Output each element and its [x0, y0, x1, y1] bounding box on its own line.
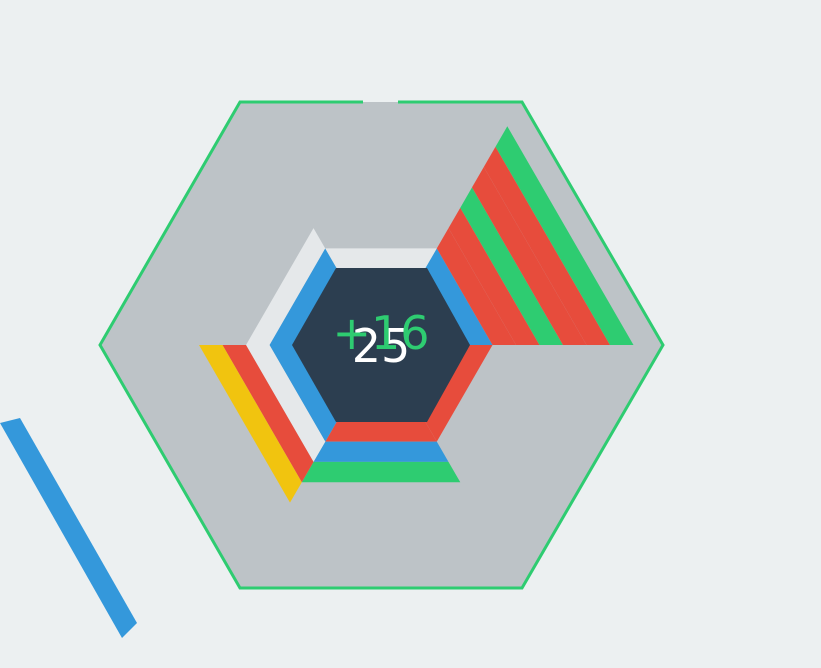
block-top-right-blue: [425, 248, 493, 345]
block-top-right-red: [472, 167, 587, 345]
score-text: 25: [352, 319, 411, 373]
block-lower-left-red: [222, 345, 314, 483]
block-stacks: [199, 126, 634, 503]
block-top-right-red: [436, 228, 516, 345]
outer-hexagon-border: [98, 100, 665, 590]
block-bottom-red: [325, 421, 437, 442]
block-bottom-green: [301, 461, 461, 483]
combo-bonus-text: +16: [332, 306, 429, 360]
block-upper-left-blue: [269, 248, 337, 345]
block-lower-left-yellow: [199, 345, 302, 503]
block-upper-left-white: [246, 228, 326, 345]
center-hexagon: [292, 268, 470, 422]
block-top-right-red: [448, 207, 540, 345]
block-lower-right-red: [425, 345, 493, 442]
block-top-right-green: [460, 187, 563, 345]
top-border-gap: [364, 97, 397, 101]
block-lower-left-blue: [269, 345, 337, 442]
falling-block: [0, 418, 137, 638]
block-bottom-blue: [313, 441, 449, 462]
block-lower-left-white: [246, 345, 326, 462]
block-top-right-red: [483, 146, 610, 345]
block-top-white: [325, 248, 437, 269]
block-top-right-green: [495, 126, 634, 345]
